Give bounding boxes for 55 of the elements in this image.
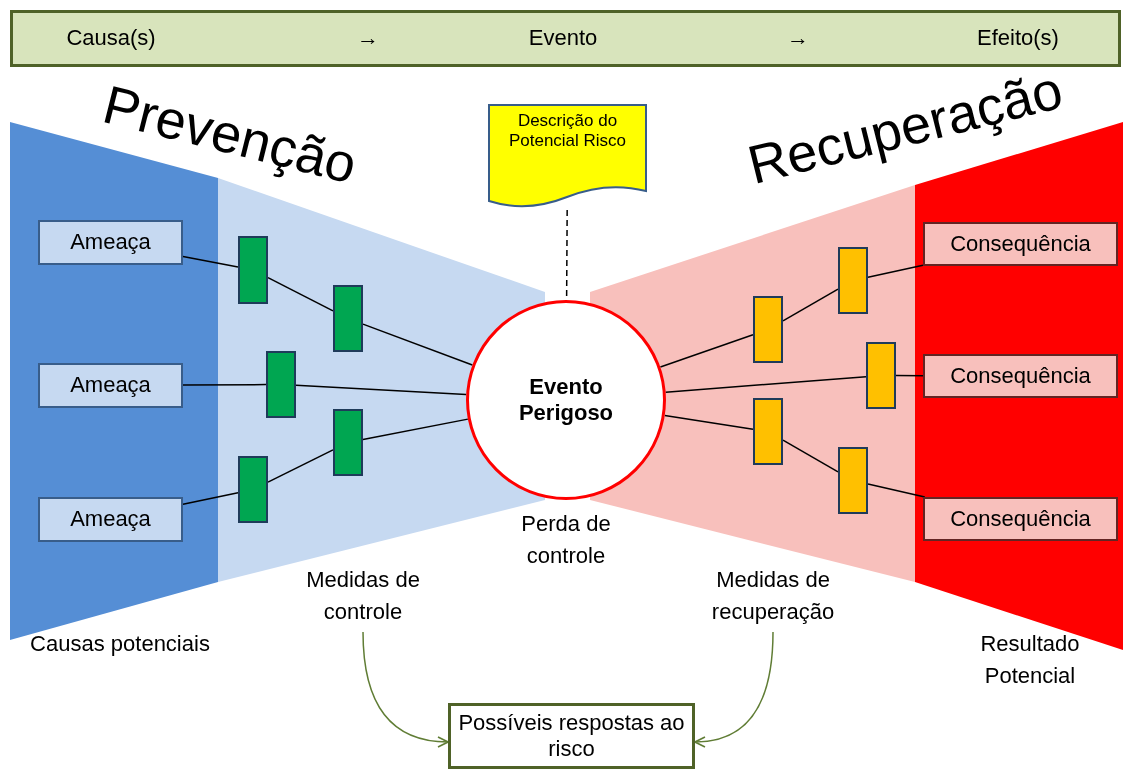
barrier-bar xyxy=(333,285,363,352)
arrow xyxy=(694,631,774,748)
arrow-symbol: → xyxy=(356,25,380,52)
connector-line xyxy=(895,374,924,377)
barrier-bar xyxy=(866,342,896,409)
connector-line xyxy=(362,323,474,366)
barrier-bar xyxy=(238,236,268,304)
group-caption: Causas potenciais xyxy=(30,630,210,658)
measure-label: Medidas de controle xyxy=(305,566,421,626)
connector-line xyxy=(782,288,839,322)
box-label: Ameaça xyxy=(70,229,151,256)
arrow-symbol: → xyxy=(786,25,810,52)
barrier-bar xyxy=(333,409,363,476)
barrier-bar xyxy=(753,296,783,363)
connector-line xyxy=(295,384,467,396)
arrow xyxy=(362,631,449,748)
connector-line xyxy=(782,439,839,473)
consequence-box xyxy=(923,497,1118,541)
connector-line xyxy=(867,483,926,498)
connector-line xyxy=(867,264,924,278)
connector-line xyxy=(182,255,239,268)
flow-band xyxy=(10,10,1121,67)
threat-box xyxy=(38,220,183,265)
box-label: Ameaça xyxy=(70,506,151,533)
consequence-box xyxy=(923,354,1118,398)
connector-line xyxy=(362,418,469,441)
connector-line xyxy=(267,449,334,483)
barrier-bar xyxy=(838,247,868,314)
connector-line xyxy=(659,334,754,368)
barrier-bar xyxy=(266,351,296,418)
stage-label: Evento xyxy=(527,25,599,52)
caption-text: Perda de controle xyxy=(520,510,612,570)
event-label: Evento Perigoso xyxy=(517,373,615,427)
box-label: Consequência xyxy=(950,362,1091,390)
connector-line xyxy=(267,276,334,312)
threat-box xyxy=(38,497,183,542)
connector-line xyxy=(664,375,867,393)
threat-box xyxy=(38,363,183,408)
stage-label: Efeito(s) xyxy=(976,25,1060,52)
box-label: Possíveis respostas ao risco xyxy=(457,709,686,763)
connector-line xyxy=(664,414,754,430)
response-box xyxy=(448,703,695,769)
measure-label: Medidas de recuperação xyxy=(710,566,836,626)
connector-line xyxy=(182,383,267,386)
consequence-box xyxy=(923,222,1118,266)
box-label: Consequência xyxy=(950,505,1091,533)
group-caption: Resultado Potencial xyxy=(979,630,1081,690)
box-label: Ameaça xyxy=(70,372,151,399)
box-label: Consequência xyxy=(950,230,1091,258)
stage-label: Causa(s) xyxy=(65,25,157,52)
connector-line xyxy=(182,491,239,505)
barrier-bar xyxy=(753,398,783,465)
document-text: Descrição do Potencial Risco xyxy=(507,111,628,152)
barrier-bar xyxy=(838,447,868,514)
barrier-bar xyxy=(238,456,268,523)
